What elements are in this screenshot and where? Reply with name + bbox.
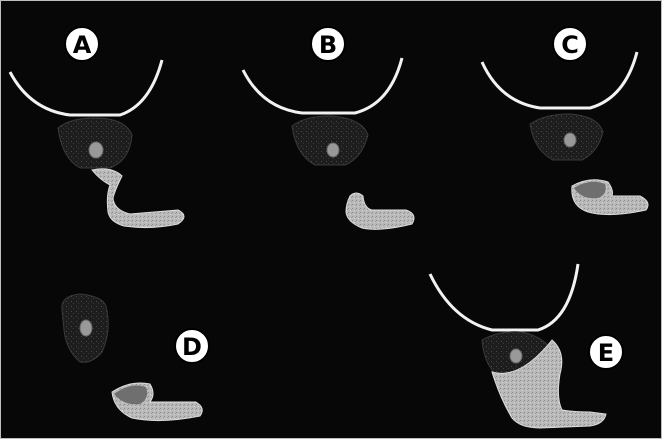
organ-b <box>292 116 368 165</box>
panel-a: A <box>10 27 184 228</box>
central-lumen-e <box>510 349 522 363</box>
lesion-b <box>346 193 414 229</box>
central-lumen-d <box>80 320 92 336</box>
panel-label-a: A <box>73 31 92 59</box>
panel-label-b: B <box>319 31 337 59</box>
panel-c: C <box>482 27 648 215</box>
body-contour-e <box>430 264 578 330</box>
panel-d: D <box>62 294 209 421</box>
central-lumen-c <box>564 133 576 147</box>
lesion-a <box>92 169 184 228</box>
body-contour-a <box>10 60 162 115</box>
body-contour-c <box>482 52 637 108</box>
panel-label-c: C <box>561 31 579 59</box>
body-contour-b <box>243 58 402 113</box>
panel-label-d: D <box>182 333 202 361</box>
central-lumen-a <box>89 142 103 158</box>
central-lumen-b <box>327 143 339 157</box>
panel-b: B <box>243 27 414 229</box>
panel-e: E <box>430 264 623 428</box>
panel-label-e: E <box>598 339 614 367</box>
